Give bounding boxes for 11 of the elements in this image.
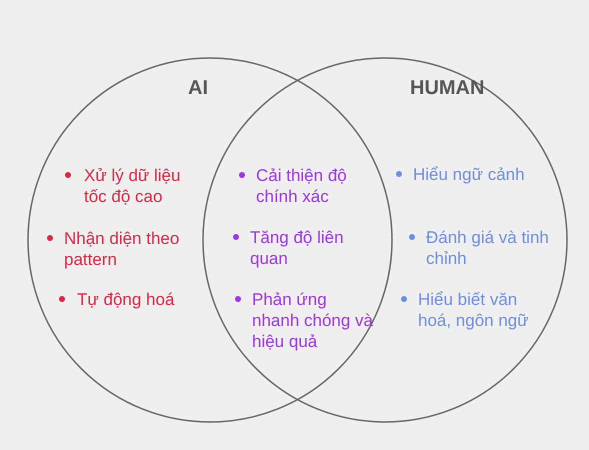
bullet-text: Đánh giá và tinh chỉnh (426, 226, 550, 268)
bullet-text: Cải thiện độ chính xác (256, 164, 348, 206)
bullet-text: Tăng độ liên quan (250, 226, 345, 268)
bullet-text: Xử lý dữ liệu tốc độ cao (84, 164, 182, 206)
bullet-text: Tự động hoá (77, 288, 176, 310)
bullet-text: Hiểu biết văn hoá, ngôn ngữ (418, 288, 530, 330)
bullet-text: Nhận diện theo pattern (64, 228, 180, 270)
bullet-text: Hiểu ngữ cảnh (413, 164, 526, 184)
set-title: AI (188, 76, 208, 100)
set-title: HUMAN (410, 76, 484, 100)
bullet-text: Phản ứng nhanh chóng và hiệu quả (252, 288, 374, 352)
